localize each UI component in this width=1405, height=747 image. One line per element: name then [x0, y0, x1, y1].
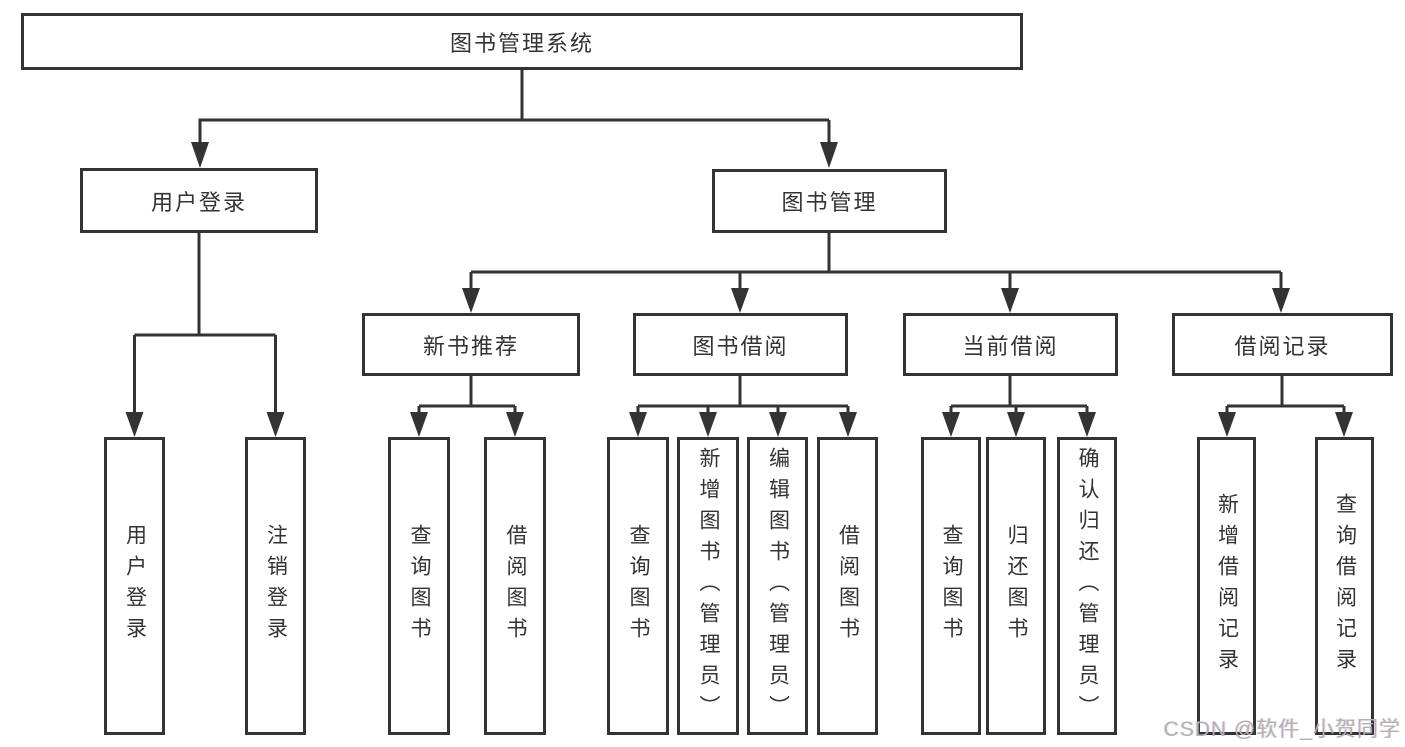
- node-add-book-admin: 新增图书（管理员）: [677, 437, 739, 735]
- node-label: 用户登录: [150, 189, 247, 215]
- node-label: 图书管理系统: [449, 30, 594, 56]
- node-label: 用户登录: [123, 524, 147, 648]
- node-label: 查询图书: [627, 524, 650, 648]
- node-label: 借阅记录: [1234, 333, 1331, 359]
- node-label: 查询图书: [940, 524, 963, 648]
- node-label: 图书管理: [781, 190, 878, 215]
- node-query-books-current: 查询图书: [921, 437, 981, 735]
- node-label: 新书推荐: [422, 333, 519, 359]
- node-label: 新增借阅记录: [1215, 493, 1239, 679]
- node-current-borrowing: 当前借阅: [903, 313, 1118, 376]
- node-label: 当前借阅: [962, 333, 1059, 359]
- node-book-borrowing: 图书借阅: [633, 313, 848, 376]
- node-label: 借阅图书: [836, 524, 860, 648]
- node-label: 查询图书: [408, 524, 431, 648]
- node-label: 编辑图书（管理员）: [766, 446, 790, 726]
- node-query-books-recommend: 查询图书: [388, 437, 450, 735]
- node-label: 确认归还（管理员）: [1076, 446, 1099, 726]
- node-label: 图书借阅: [692, 333, 789, 359]
- node-borrow-books-recommend: 借阅图书: [484, 437, 546, 735]
- node-label: 新增图书（管理员）: [697, 446, 720, 726]
- node-return-books: 归还图书: [986, 437, 1046, 735]
- node-library-management-system: 图书管理系统: [21, 13, 1023, 70]
- node-query-books-borrow: 查询图书: [607, 437, 669, 735]
- node-logout: 注销登录: [245, 437, 306, 735]
- node-label: 借阅图书: [504, 524, 527, 648]
- node-query-borrow-record: 查询借阅记录: [1315, 437, 1374, 735]
- node-label: 查询借阅记录: [1333, 493, 1357, 679]
- watermark: CSDN @软件_小贺同学: [1163, 718, 1401, 741]
- node-book-management: 图书管理: [712, 169, 947, 233]
- node-user-login-branch: 用户登录: [80, 168, 318, 233]
- node-user-login: 用户登录: [104, 437, 165, 735]
- node-confirm-return-admin: 确认归还（管理员）: [1057, 437, 1117, 735]
- node-add-borrow-record: 新增借阅记录: [1197, 437, 1256, 735]
- node-label: 注销登录: [264, 524, 288, 648]
- node-label: 归还图书: [1005, 524, 1028, 648]
- node-new-book-recommendation: 新书推荐: [362, 313, 580, 376]
- node-borrowing-records: 借阅记录: [1172, 313, 1393, 376]
- node-edit-book-admin: 编辑图书（管理员）: [747, 437, 808, 735]
- node-borrow-books: 借阅图书: [817, 437, 878, 735]
